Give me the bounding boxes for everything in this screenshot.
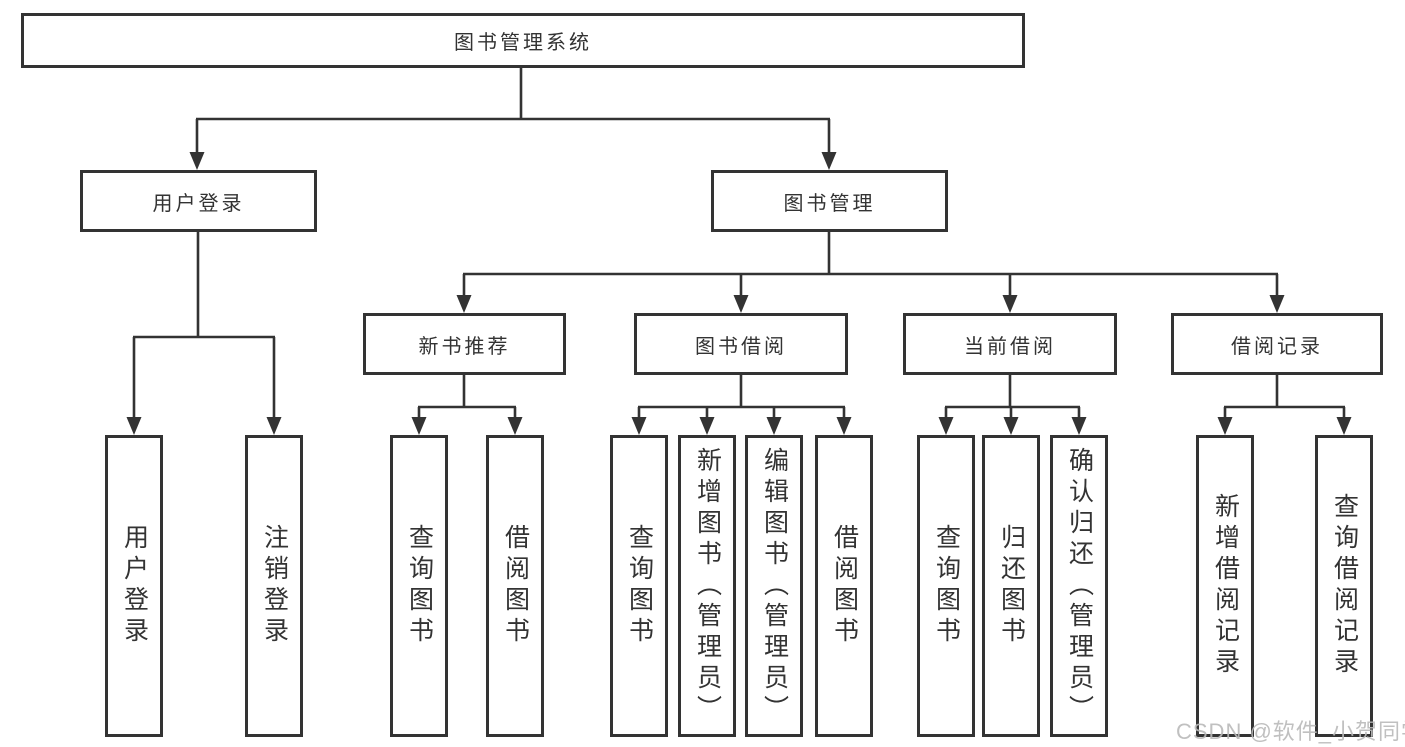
leaf-borrow-edit-books-admin: 编辑图书（管理员） [745,435,803,737]
node-root-system: 图书管理系统 [21,13,1025,68]
node-book-borrow: 图书借阅 [634,313,848,375]
leaf-logout: 注销登录 [245,435,303,737]
leaf-newrec-borrow-books: 借阅图书 [486,435,544,737]
leaf-current-query-books: 查询图书 [917,435,975,737]
node-user-login: 用户登录 [80,170,317,232]
node-new-book-recommend: 新书推荐 [363,313,566,375]
csdn-watermark: CSDN @软件_小贺同学 [1176,719,1405,744]
leaf-current-return-books: 归还图书 [982,435,1040,737]
leaf-records-query-record: 查询借阅记录 [1315,435,1373,737]
leaf-records-add-record: 新增借阅记录 [1196,435,1254,737]
leaf-borrow-add-books-admin: 新增图书（管理员） [678,435,736,737]
leaf-borrow-borrow-books: 借阅图书 [815,435,873,737]
node-book-management: 图书管理 [711,170,948,232]
leaf-borrow-query-books: 查询图书 [610,435,668,737]
leaf-current-confirm-return-admin: 确认归还（管理员） [1050,435,1108,737]
node-current-borrow: 当前借阅 [903,313,1117,375]
leaf-user-login: 用户登录 [105,435,163,737]
leaf-newrec-query-books: 查询图书 [390,435,448,737]
node-borrow-records: 借阅记录 [1171,313,1383,375]
